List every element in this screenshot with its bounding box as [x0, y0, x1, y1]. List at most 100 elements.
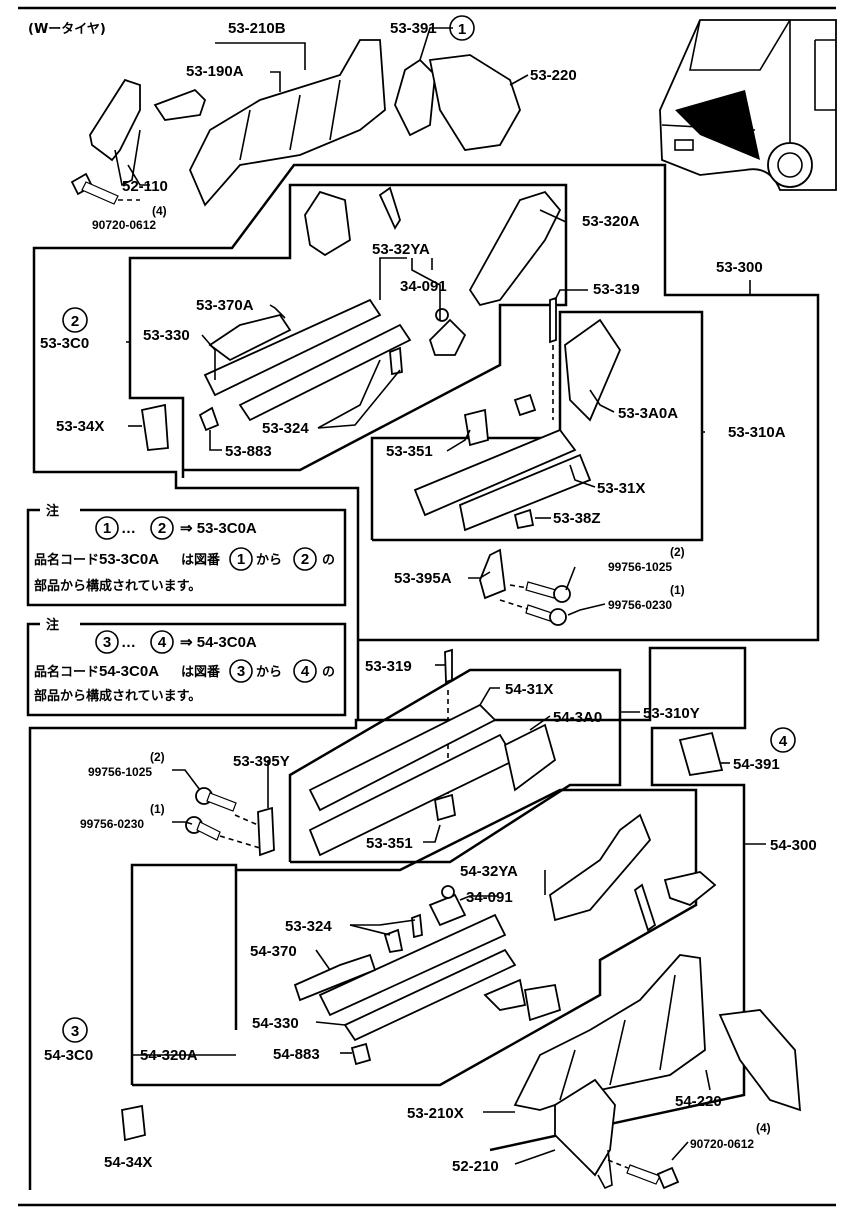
part-53-330-frame	[203, 298, 412, 422]
ellipsis: …	[121, 520, 136, 537]
label-53-351-top: 53-351	[386, 443, 433, 460]
part-53-395a	[479, 548, 506, 600]
group-53-310a-boundary	[370, 310, 704, 542]
marker-number: 2	[158, 520, 166, 537]
label-99756-1025-bottom: 99756-1025	[88, 765, 152, 779]
label-52-210: 52-210	[452, 1158, 499, 1175]
marker-number: 3	[237, 663, 245, 680]
label-53-395a: 53-395A	[394, 570, 452, 587]
label-54-34x: 54-34X	[104, 1154, 152, 1171]
label-53-38z: 53-38Z	[553, 510, 601, 527]
label-52-110: 52-110	[122, 178, 168, 195]
part-53-320a-bracket	[304, 190, 351, 257]
group-53-320a-boundary	[128, 183, 568, 478]
bolt-90720-0612-top	[70, 172, 140, 205]
marker-number: 3	[103, 634, 111, 651]
label-53-330: 53-330	[143, 327, 190, 344]
marker-circle	[95, 516, 119, 540]
part-53-883	[198, 406, 220, 432]
label-90720-0612-bottom: 90720-0612	[690, 1137, 754, 1151]
note-text: 品名コード	[34, 552, 99, 568]
label-53-3c0: 53-3C0	[40, 335, 89, 352]
part-54-tab	[633, 883, 657, 932]
label-90720-0612-top: 90720-0612	[92, 218, 156, 232]
part-54-330-frame	[318, 913, 517, 1042]
label-53-370a: 53-370A	[196, 297, 254, 314]
note-arrow-text: ⇒ 53-3C0A	[180, 520, 257, 537]
label-53-32ya: 53-32YA	[372, 241, 430, 258]
label-54-320a: 54-320A	[140, 1047, 198, 1064]
marker-circle	[293, 547, 317, 571]
group-53-3c0-boundary	[32, 163, 820, 720]
bolt-99756-0230-bottom	[185, 816, 221, 841]
bolt-99756-1025-top	[525, 581, 571, 603]
part-53-210b	[189, 39, 386, 207]
marker-circle	[229, 547, 253, 571]
part-53-38z	[513, 508, 535, 530]
ellipsis: …	[121, 634, 136, 651]
part-53-34x	[140, 403, 169, 451]
note-text: の	[322, 665, 335, 680]
label-99756-0230-top: 99756-0230	[608, 598, 672, 612]
label-53-324-bottom: 53-324	[285, 918, 332, 935]
marker-circle-4	[770, 727, 796, 753]
note-code: 53-3C0A	[99, 551, 159, 568]
marker-circle	[150, 630, 174, 654]
label-53-320a: 53-320A	[582, 213, 640, 230]
part-54-bracket	[663, 871, 717, 907]
note-title: 注	[46, 617, 59, 633]
marker-circle	[95, 630, 119, 654]
part-54-34x	[121, 1104, 146, 1142]
part-53-320a-tab	[378, 186, 401, 230]
part-54-clip-a	[483, 978, 527, 1011]
part-53-190a	[153, 88, 207, 121]
marker-circle	[150, 516, 174, 540]
guide-bolt-bottom-2	[219, 835, 261, 849]
part-53-32ya	[428, 318, 467, 356]
label-54-300: 54-300	[770, 837, 817, 854]
label-54-32ya: 54-32YA	[460, 863, 518, 880]
note-text: 品名コード	[34, 664, 99, 680]
note-text: は図番	[181, 552, 221, 568]
marker-number: 1	[237, 551, 245, 568]
marker-circle	[229, 659, 253, 683]
label-54-391: 54-391	[733, 756, 780, 773]
marker-3: 3	[71, 1023, 79, 1040]
part-53-324-top	[389, 346, 403, 376]
marker-2: 2	[71, 313, 79, 330]
group-53-310y-boundary	[288, 668, 622, 864]
vehicle-illustration	[659, 19, 837, 191]
part-53-210x	[513, 954, 706, 1111]
label-53-391: 53-391	[390, 20, 437, 37]
group-54-320a-boundary	[130, 788, 698, 1087]
part-52-110	[89, 78, 141, 187]
label-54-370: 54-370	[250, 943, 297, 960]
label-54-883: 54-883	[273, 1046, 320, 1063]
note-text: から	[256, 665, 282, 680]
note-text: から	[256, 553, 282, 568]
qty-2-bottom: (2)	[150, 750, 165, 764]
group-54-3c0-boundary	[28, 646, 747, 1190]
qty-1-bottom: (1)	[150, 802, 165, 816]
tire-note: (Wータイヤ)	[28, 22, 106, 37]
part-54-clip-b	[523, 983, 562, 1022]
qty-2-top: (2)	[670, 545, 685, 559]
note-box-1: 注 1 … 2 ⇒ 53-3C0A 品名コード 53-3C0A は図番 1 から…	[26, 503, 347, 607]
label-53-883: 53-883	[225, 443, 272, 460]
label-53-34x: 53-34X	[56, 418, 104, 435]
qty-4-top: (4)	[152, 204, 167, 218]
label-99756-0230-bottom: 99756-0230	[80, 817, 144, 831]
note-text: の	[322, 553, 335, 568]
label-54-3c0: 54-3C0	[44, 1047, 93, 1064]
label-34-091-bottom: 34-091	[466, 889, 513, 906]
part-53-351-bottom	[433, 793, 457, 822]
marker-circle	[293, 659, 317, 683]
marker-circle-2	[62, 307, 88, 333]
part-54-220	[718, 1009, 802, 1112]
part-53-319-top	[549, 296, 557, 344]
label-54-220: 54-220	[675, 1093, 722, 1110]
part-54-391	[678, 731, 724, 777]
label-53-220: 53-220	[530, 67, 577, 84]
bolt-99756-1025-bottom	[195, 787, 237, 812]
